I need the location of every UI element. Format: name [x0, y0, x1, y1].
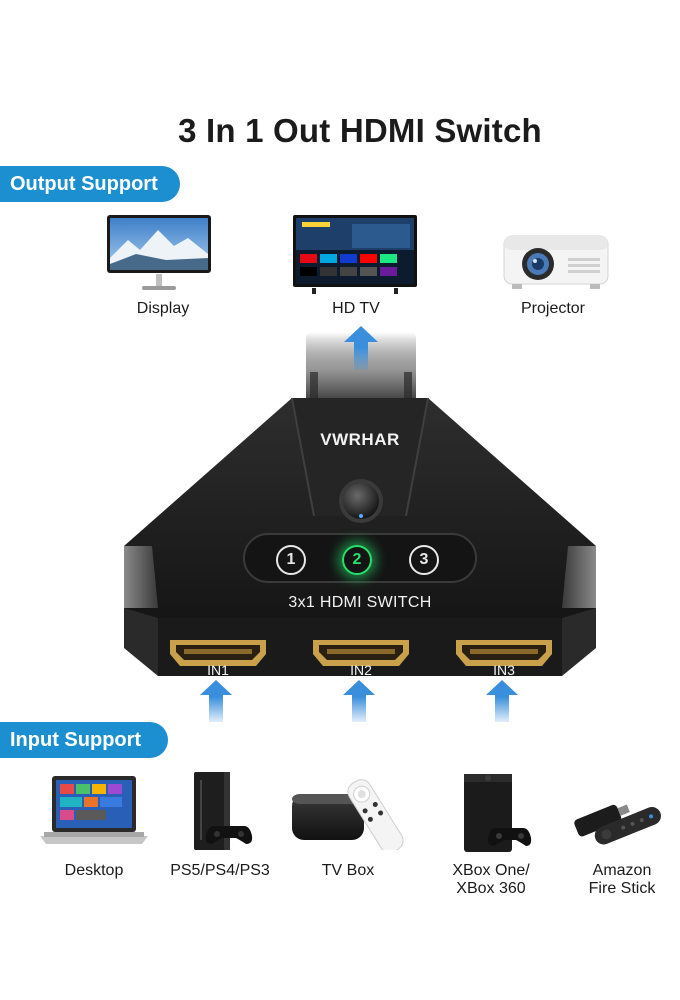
xbox-icon: [460, 772, 532, 856]
port-indicator-1: 1: [276, 545, 306, 575]
output-support-banner: Output Support: [0, 166, 180, 202]
tv-icon: [292, 214, 418, 296]
port-label-in3: IN3: [493, 662, 515, 678]
hdmi-port-in2: [313, 640, 409, 666]
input-label-xbox-line2: XBox 360: [456, 880, 526, 897]
up-arrow-icon: [486, 680, 518, 722]
input-label-firestick-line1: Amazon: [592, 862, 652, 879]
monitor-icon: [106, 214, 212, 294]
output-label-projector: Projector: [520, 300, 586, 317]
hdmi-port-in3: [456, 640, 552, 666]
port-indicator-2-active: 2: [342, 545, 372, 575]
input-label-firestick-line2: Fire Stick: [588, 880, 656, 897]
page-title: 3 In 1 Out HDMI Switch: [178, 112, 542, 149]
fire-stick-icon: [572, 790, 664, 850]
up-arrow-icon: [343, 680, 375, 722]
output-label-display: Display: [136, 300, 190, 317]
input-label-desktop: Desktop: [64, 862, 124, 879]
tv-box-icon: [290, 770, 408, 850]
output-label-hdtv: HD TV: [332, 300, 380, 317]
select-button[interactable]: [338, 478, 384, 524]
laptop-icon: [38, 774, 150, 848]
port-label-in1: IN1: [207, 662, 229, 678]
console-icon: [186, 770, 256, 852]
input-label-tvbox: TV Box: [321, 862, 375, 879]
port-indicator-3: 3: [409, 545, 439, 575]
model-label: 3x1 HDMI SWITCH: [288, 594, 432, 611]
up-arrow-icon: [344, 326, 378, 370]
up-arrow-icon: [200, 680, 232, 722]
input-label-xbox-line1: XBox One/: [452, 862, 530, 879]
brand-logo: VWRHAR: [320, 430, 400, 449]
hdmi-port-in1: [170, 640, 266, 666]
hdmi-cable: [300, 332, 422, 412]
projector-icon: [502, 228, 610, 292]
port-label-in2: IN2: [350, 662, 372, 678]
input-label-playstation: PS5/PS4/PS3: [170, 862, 270, 879]
input-support-banner: Input Support: [0, 722, 168, 758]
